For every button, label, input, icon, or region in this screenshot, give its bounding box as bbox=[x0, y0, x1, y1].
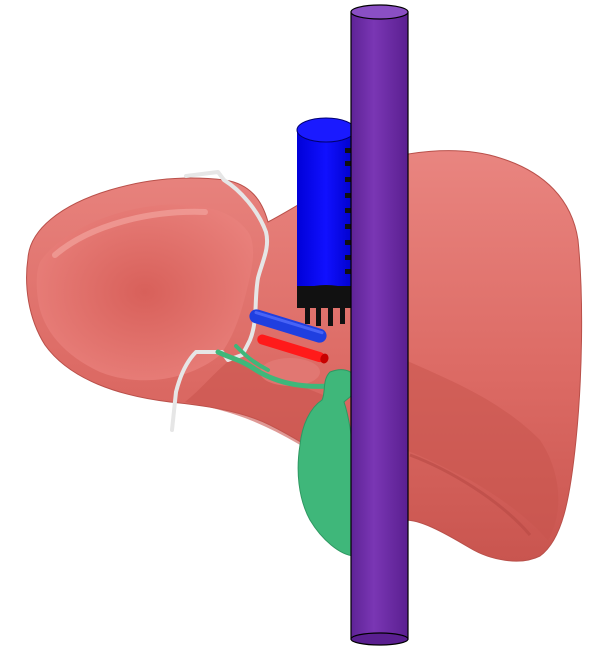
staple-prong bbox=[305, 306, 310, 324]
purple-pole-bottom bbox=[351, 633, 408, 645]
staple-prong bbox=[316, 306, 321, 326]
purple-pole-body bbox=[351, 12, 408, 639]
vena-cava-top bbox=[297, 118, 355, 142]
staple-prong bbox=[328, 306, 333, 326]
purple-pole bbox=[351, 5, 408, 645]
staple-prong bbox=[340, 306, 345, 324]
vena-cava-black-band bbox=[297, 286, 355, 308]
purple-pole-top bbox=[351, 5, 408, 19]
